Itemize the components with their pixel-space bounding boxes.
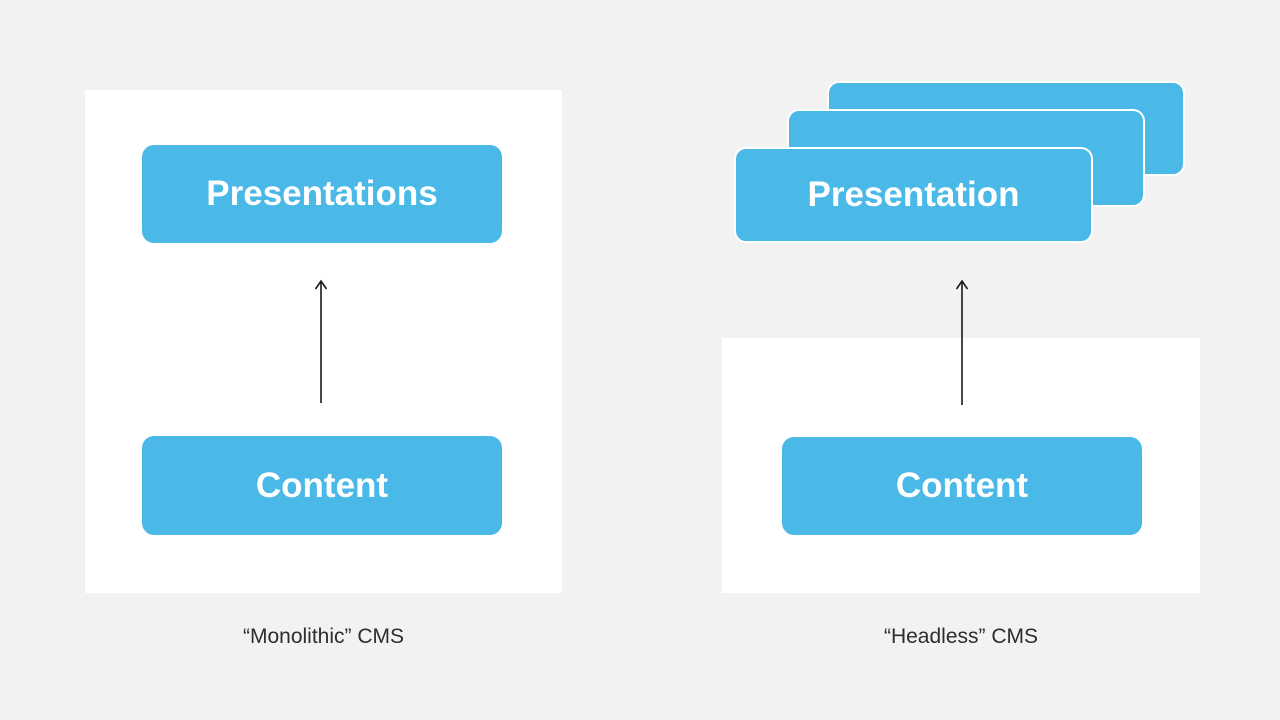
monolithic-caption: “Monolithic” CMS — [242, 625, 405, 648]
headless-content-label: Content — [895, 466, 1029, 505]
arrow-up-icon — [314, 279, 328, 403]
monolithic-presentations-label: Presentations — [206, 174, 438, 213]
headless-presentation-label: Presentation — [807, 175, 1020, 214]
arrow-up-icon — [955, 279, 969, 405]
presentation-card-front: Presentation — [734, 147, 1093, 243]
monolithic-presentations-node: Presentations — [142, 145, 502, 243]
monolithic-content-node: Content — [142, 436, 502, 535]
monolithic-content-label: Content — [255, 465, 389, 505]
headless-caption: “Headless” CMS — [883, 625, 1039, 648]
headless-content-node: Content — [782, 437, 1142, 535]
